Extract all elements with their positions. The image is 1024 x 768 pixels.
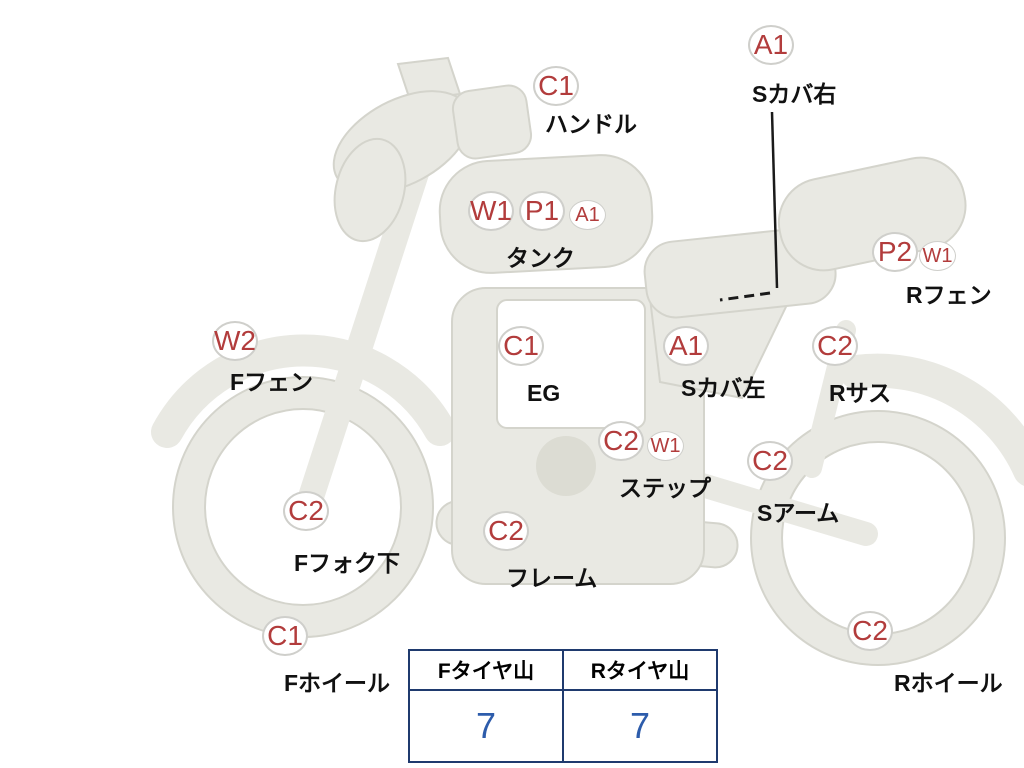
condition-badge-rfender-w1: W1 bbox=[919, 241, 956, 271]
condition-badge-scover-left: A1 bbox=[663, 326, 709, 366]
part-label-rwheel: Rホイール bbox=[894, 670, 1003, 696]
condition-badge-step-c2: C2 bbox=[598, 421, 644, 461]
tire-tread-table: Fタイヤ山 Rタイヤ山 7 7 bbox=[408, 649, 718, 763]
condition-badge-frame: C2 bbox=[483, 511, 529, 551]
condition-badge-tank-w1: W1 bbox=[468, 191, 514, 231]
condition-badge-swingarm: C2 bbox=[747, 441, 793, 481]
engine bbox=[536, 436, 596, 496]
swing-arm bbox=[680, 470, 878, 546]
part-label-engine: EG bbox=[527, 380, 561, 406]
condition-badge-rfender-p2: P2 bbox=[872, 232, 918, 272]
part-label-ffork-lower: Fフォク下 bbox=[294, 550, 401, 576]
part-label-scover-right: Sカバ右 bbox=[752, 81, 837, 107]
part-label-frame: フレーム bbox=[506, 565, 598, 591]
tire-tread-rear-value: 7 bbox=[562, 689, 718, 763]
part-label-fwheel: Fホイール bbox=[284, 670, 391, 696]
part-label-step: ステップ bbox=[619, 475, 711, 501]
tire-table-header-front: Fタイヤ山 bbox=[408, 649, 564, 691]
part-label-swingarm: Sアーム bbox=[757, 500, 840, 526]
part-label-scover-left: Sカバ左 bbox=[681, 375, 766, 401]
condition-badge-ffender: W2 bbox=[212, 321, 258, 361]
condition-badge-ffork-lower: C2 bbox=[283, 491, 329, 531]
condition-badge-handlebar: C1 bbox=[533, 66, 579, 106]
condition-badge-engine: C1 bbox=[498, 326, 544, 366]
leader-line bbox=[770, 111, 779, 289]
condition-badge-scover-right: A1 bbox=[748, 25, 794, 65]
part-label-rsus: Rサス bbox=[829, 380, 892, 406]
front-fork bbox=[297, 117, 443, 513]
tire-table-header-rear: Rタイヤ山 bbox=[562, 649, 718, 691]
part-label-ffender: Fフェン bbox=[230, 369, 314, 395]
part-label-handlebar: ハンドル bbox=[545, 111, 637, 137]
condition-badge-step-w1: W1 bbox=[647, 431, 684, 461]
condition-badge-tank-p1: P1 bbox=[519, 191, 565, 231]
condition-badge-fwheel: C1 bbox=[262, 616, 308, 656]
front-fender bbox=[151, 334, 456, 448]
condition-badge-tank-a1: A1 bbox=[569, 200, 606, 230]
leader-line-dash bbox=[719, 291, 771, 302]
tire-tread-front-value: 7 bbox=[408, 689, 564, 763]
headlight bbox=[451, 84, 533, 160]
condition-badge-rsus: C2 bbox=[812, 326, 858, 366]
part-label-tank: タンク bbox=[506, 245, 575, 271]
rear-fender bbox=[839, 353, 1024, 486]
part-label-rfender: Rフェン bbox=[906, 282, 992, 308]
condition-badge-rwheel: C2 bbox=[847, 611, 893, 651]
